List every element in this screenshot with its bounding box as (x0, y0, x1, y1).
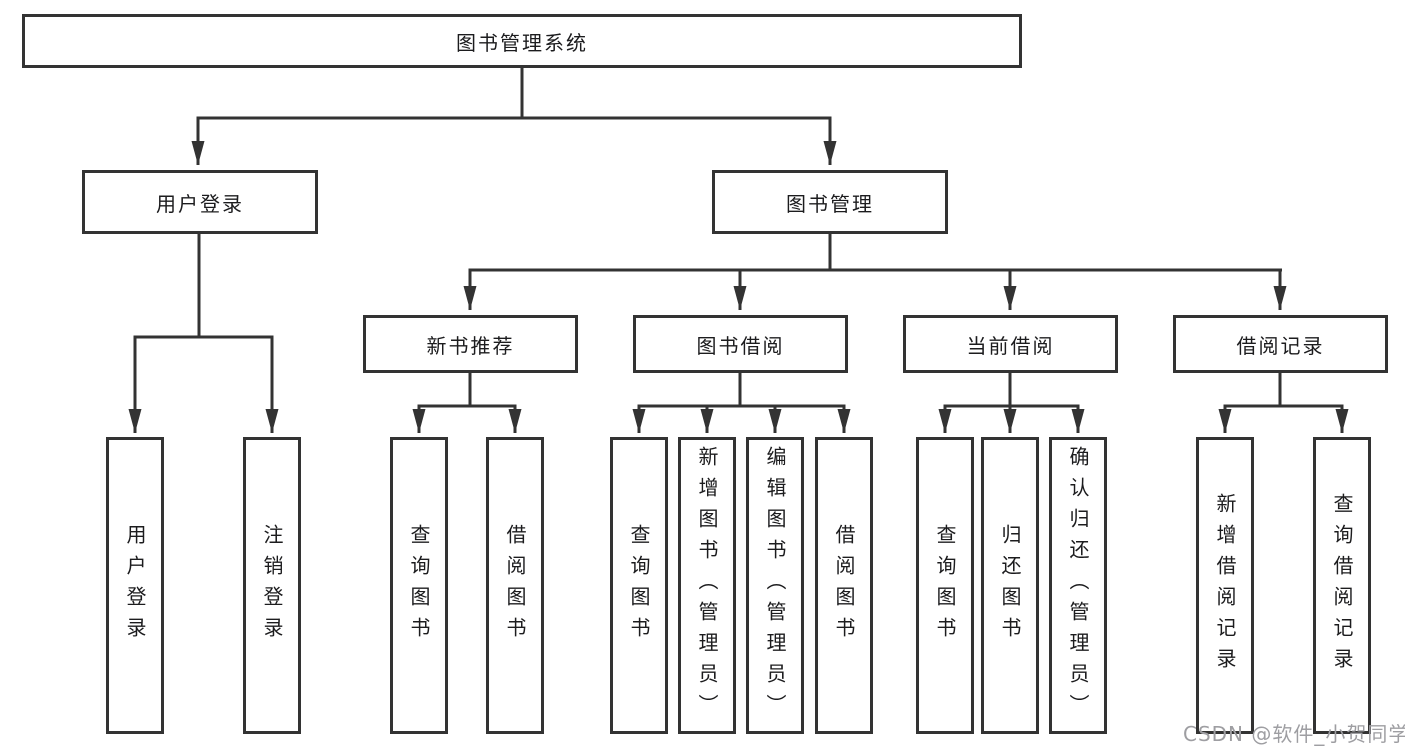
node-current-borrow: 当前借阅 (903, 315, 1118, 373)
leaf-add-books-admin: 新增图书（管理员） (678, 437, 736, 734)
leaf-logout: 注销登录 (243, 437, 301, 734)
node-book-management: 图书管理 (712, 170, 948, 234)
leaf-return-books: 归还图书 (981, 437, 1039, 734)
connector-borrow-records-to-children (1218, 373, 1349, 433)
leaf-edit-books-admin: 编辑图书（管理员） (746, 437, 804, 734)
leaf-query-borrow-record: 查询借阅记录 (1313, 437, 1371, 734)
connector-book-borrow-to-children (632, 373, 851, 433)
node-book-borrow: 图书借阅 (633, 315, 848, 373)
node-library-management-system: 图书管理系统 (22, 14, 1022, 68)
leaf-borrow-books: 借阅图书 (486, 437, 544, 734)
leaf-query-books: 查询图书 (390, 437, 448, 734)
leaf-query-books: 查询图书 (610, 437, 668, 734)
node-user-login: 用户登录 (82, 170, 318, 234)
connector-root-to-level2 (191, 68, 837, 165)
node-new-book-recommend: 新书推荐 (363, 315, 578, 373)
connector-book-management-to-sections (463, 234, 1287, 310)
csdn-watermark: CSDN @软件_小贺同学 (1183, 722, 1405, 746)
connector-user-login-to-children (128, 234, 279, 433)
connector-current-borrow-to-children (938, 373, 1085, 433)
node-borrow-records: 借阅记录 (1173, 315, 1388, 373)
connector-new-book-recommend-to-children (412, 373, 522, 433)
leaf-add-borrow-record: 新增借阅记录 (1196, 437, 1254, 734)
leaf-query-books: 查询图书 (916, 437, 974, 734)
leaf-user-login: 用户登录 (106, 437, 164, 734)
leaf-confirm-return-admin: 确认归还（管理员） (1049, 437, 1107, 734)
leaf-borrow-books: 借阅图书 (815, 437, 873, 734)
